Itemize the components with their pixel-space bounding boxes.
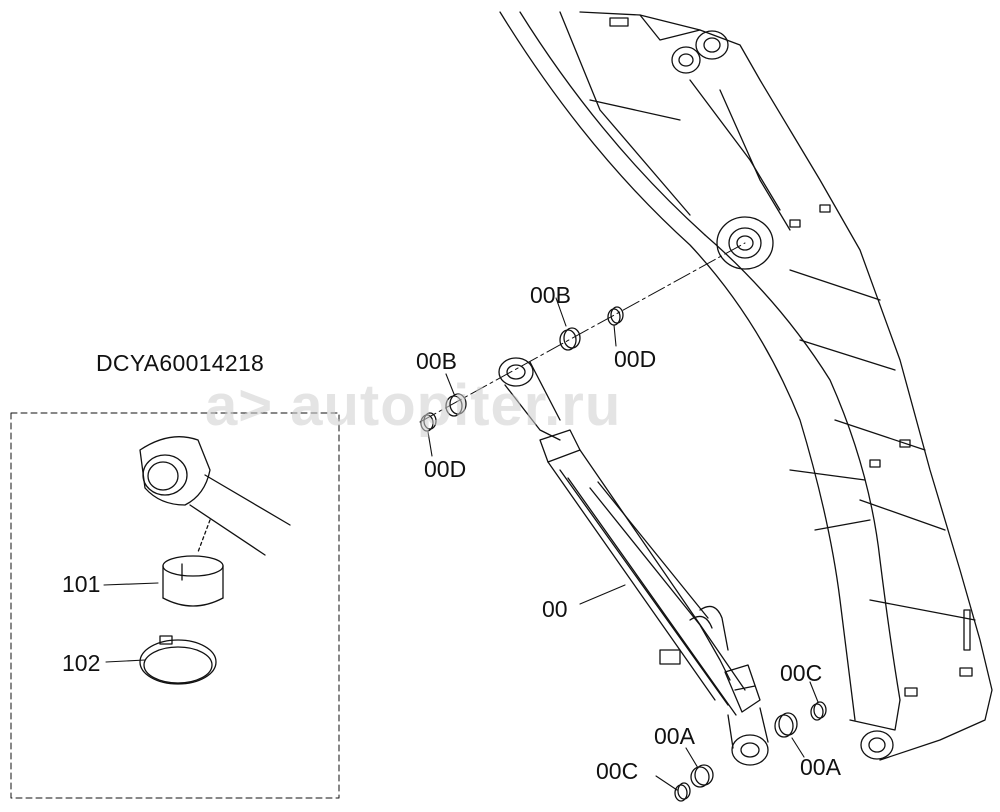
callout-00c-right: 00C — [780, 660, 823, 686]
callout-00b-left: 00B — [416, 348, 457, 374]
leader-lines — [103, 297, 819, 791]
kit-detail-box — [10, 412, 340, 799]
callout-102: 102 — [62, 650, 101, 676]
hydraulic-cylinder — [498, 357, 769, 766]
bushings-group — [420, 306, 827, 802]
watermark-text: a> autopiter.ru — [205, 373, 622, 438]
callout-00d-right: 00D — [614, 346, 657, 372]
callout-00b-top: 00B — [530, 282, 571, 308]
callout-00c-left: 00C — [596, 758, 639, 784]
callout-00: 00 — [542, 596, 568, 622]
callout-00a-left: 00A — [654, 723, 695, 749]
boom-structure — [499, 11, 993, 761]
callout-101: 101 — [62, 571, 101, 597]
kit-code-label: DCYA60014218 — [96, 350, 265, 376]
callout-00d-left: 00D — [424, 456, 467, 482]
callout-00a-right: 00A — [800, 754, 841, 780]
pin-axis-line — [419, 242, 746, 423]
